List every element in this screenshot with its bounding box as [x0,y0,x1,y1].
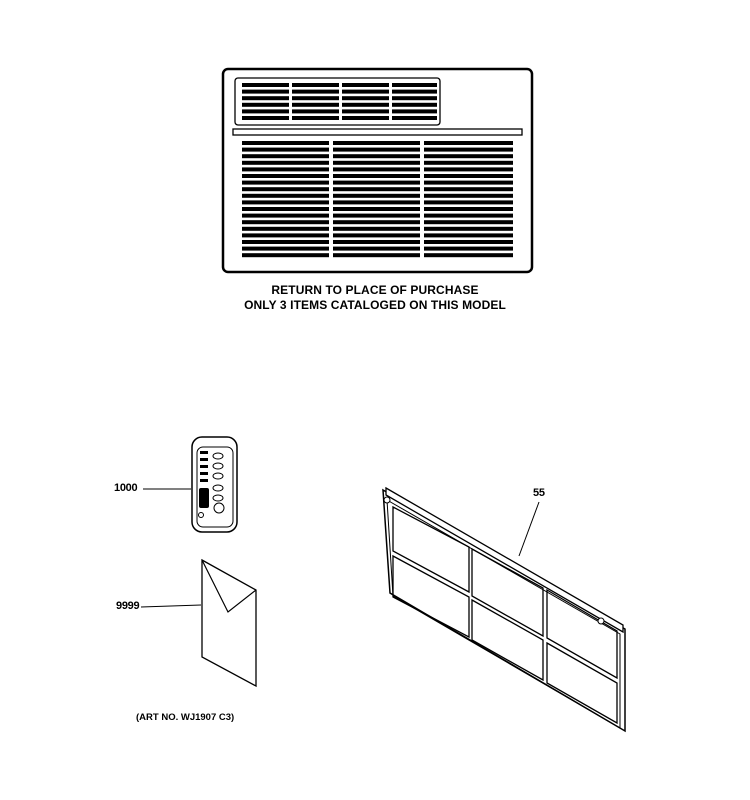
louver-slat [342,83,389,87]
louver-slat [242,102,289,107]
leader-line-envelope [140,604,202,608]
louver-slat [424,253,513,258]
callout-envelope: 9999 [116,600,140,612]
top-louvers [242,83,437,120]
louver-slat [392,83,437,87]
louver-slat [424,220,513,225]
louver-slat [333,193,420,198]
louver-slat [333,220,420,225]
louver-slat [242,174,329,178]
louver-slat [242,83,289,87]
leader-line-filter [518,501,540,557]
louver-slat [333,207,420,211]
louver-slat [292,102,339,107]
louver-slat [242,246,329,251]
louver-slat [424,187,513,192]
louver-slat [333,213,420,218]
louver-slat [424,213,513,218]
louver-slat [424,207,513,211]
louver-slat [342,102,389,107]
louver-slat [424,180,513,185]
louver-slat [292,116,339,120]
louver-slat [392,109,437,114]
louver-slat [242,253,329,258]
louver-slat [242,213,329,218]
louver-slat [424,233,513,238]
louver-slat [333,167,420,172]
louver-slat [242,167,329,172]
louver-slat [242,200,329,205]
remote-control [191,436,238,533]
louver-slat [333,141,420,145]
louver-slat [292,96,339,101]
louver-slat [342,96,389,101]
louver-slat [333,147,420,152]
louver-slat [342,116,389,120]
louver-slat [424,147,513,152]
louver-slat [424,240,513,244]
art-number: (ART NO. WJ1907 C3) [136,712,235,723]
air-conditioner-front [221,67,534,274]
louver-slat [333,200,420,205]
louver-slat [242,89,289,94]
caption-line-2: ONLY 3 ITEMS CATALOGED ON THIS MODEL [244,298,506,312]
louver-slat [333,253,420,258]
louver-slat [333,180,420,185]
louver-slat [242,207,329,211]
louver-slat [392,102,437,107]
louver-slat [292,89,339,94]
louver-slat [333,187,420,192]
louver-slat [333,160,420,165]
louver-slat [424,246,513,251]
callout-filter: 55 [533,487,545,499]
louver-slat [424,167,513,172]
louver-slat [242,141,329,145]
louver-slat [242,233,329,238]
louver-slat [242,96,289,101]
louver-slat [333,233,420,238]
louver-slat [333,226,420,231]
louver-slat [242,220,329,225]
louver-slat [342,89,389,94]
louver-slat [242,180,329,185]
louver-slat [424,154,513,159]
caption-line-1: RETURN TO PLACE OF PURCHASE [271,283,479,297]
louver-slat [242,147,329,152]
louver-slat [242,160,329,165]
louver-slat [333,174,420,178]
louver-slat [242,116,289,120]
louver-slat [424,160,513,165]
louver-slat [342,109,389,114]
louver-slat [292,83,339,87]
louver-slat [392,116,437,120]
louver-slat [424,226,513,231]
louver-slat [333,154,420,159]
louver-slat [424,193,513,198]
louver-slat [242,240,329,244]
louver-slat [392,96,437,101]
louver-slat [392,89,437,94]
louver-slat [242,193,329,198]
louver-slat [333,240,420,244]
louver-slat [424,174,513,178]
air-filter [382,486,626,733]
envelope [201,558,257,688]
louver-slat [292,109,339,114]
louver-slat [242,109,289,114]
louver-slat [242,187,329,192]
louver-slat [424,200,513,205]
callout-remote: 1000 [114,482,138,494]
louver-slat [242,226,329,231]
main-louvers [242,141,513,258]
louver-slat [242,154,329,159]
louver-slat [333,246,420,251]
louver-slat [424,141,513,145]
